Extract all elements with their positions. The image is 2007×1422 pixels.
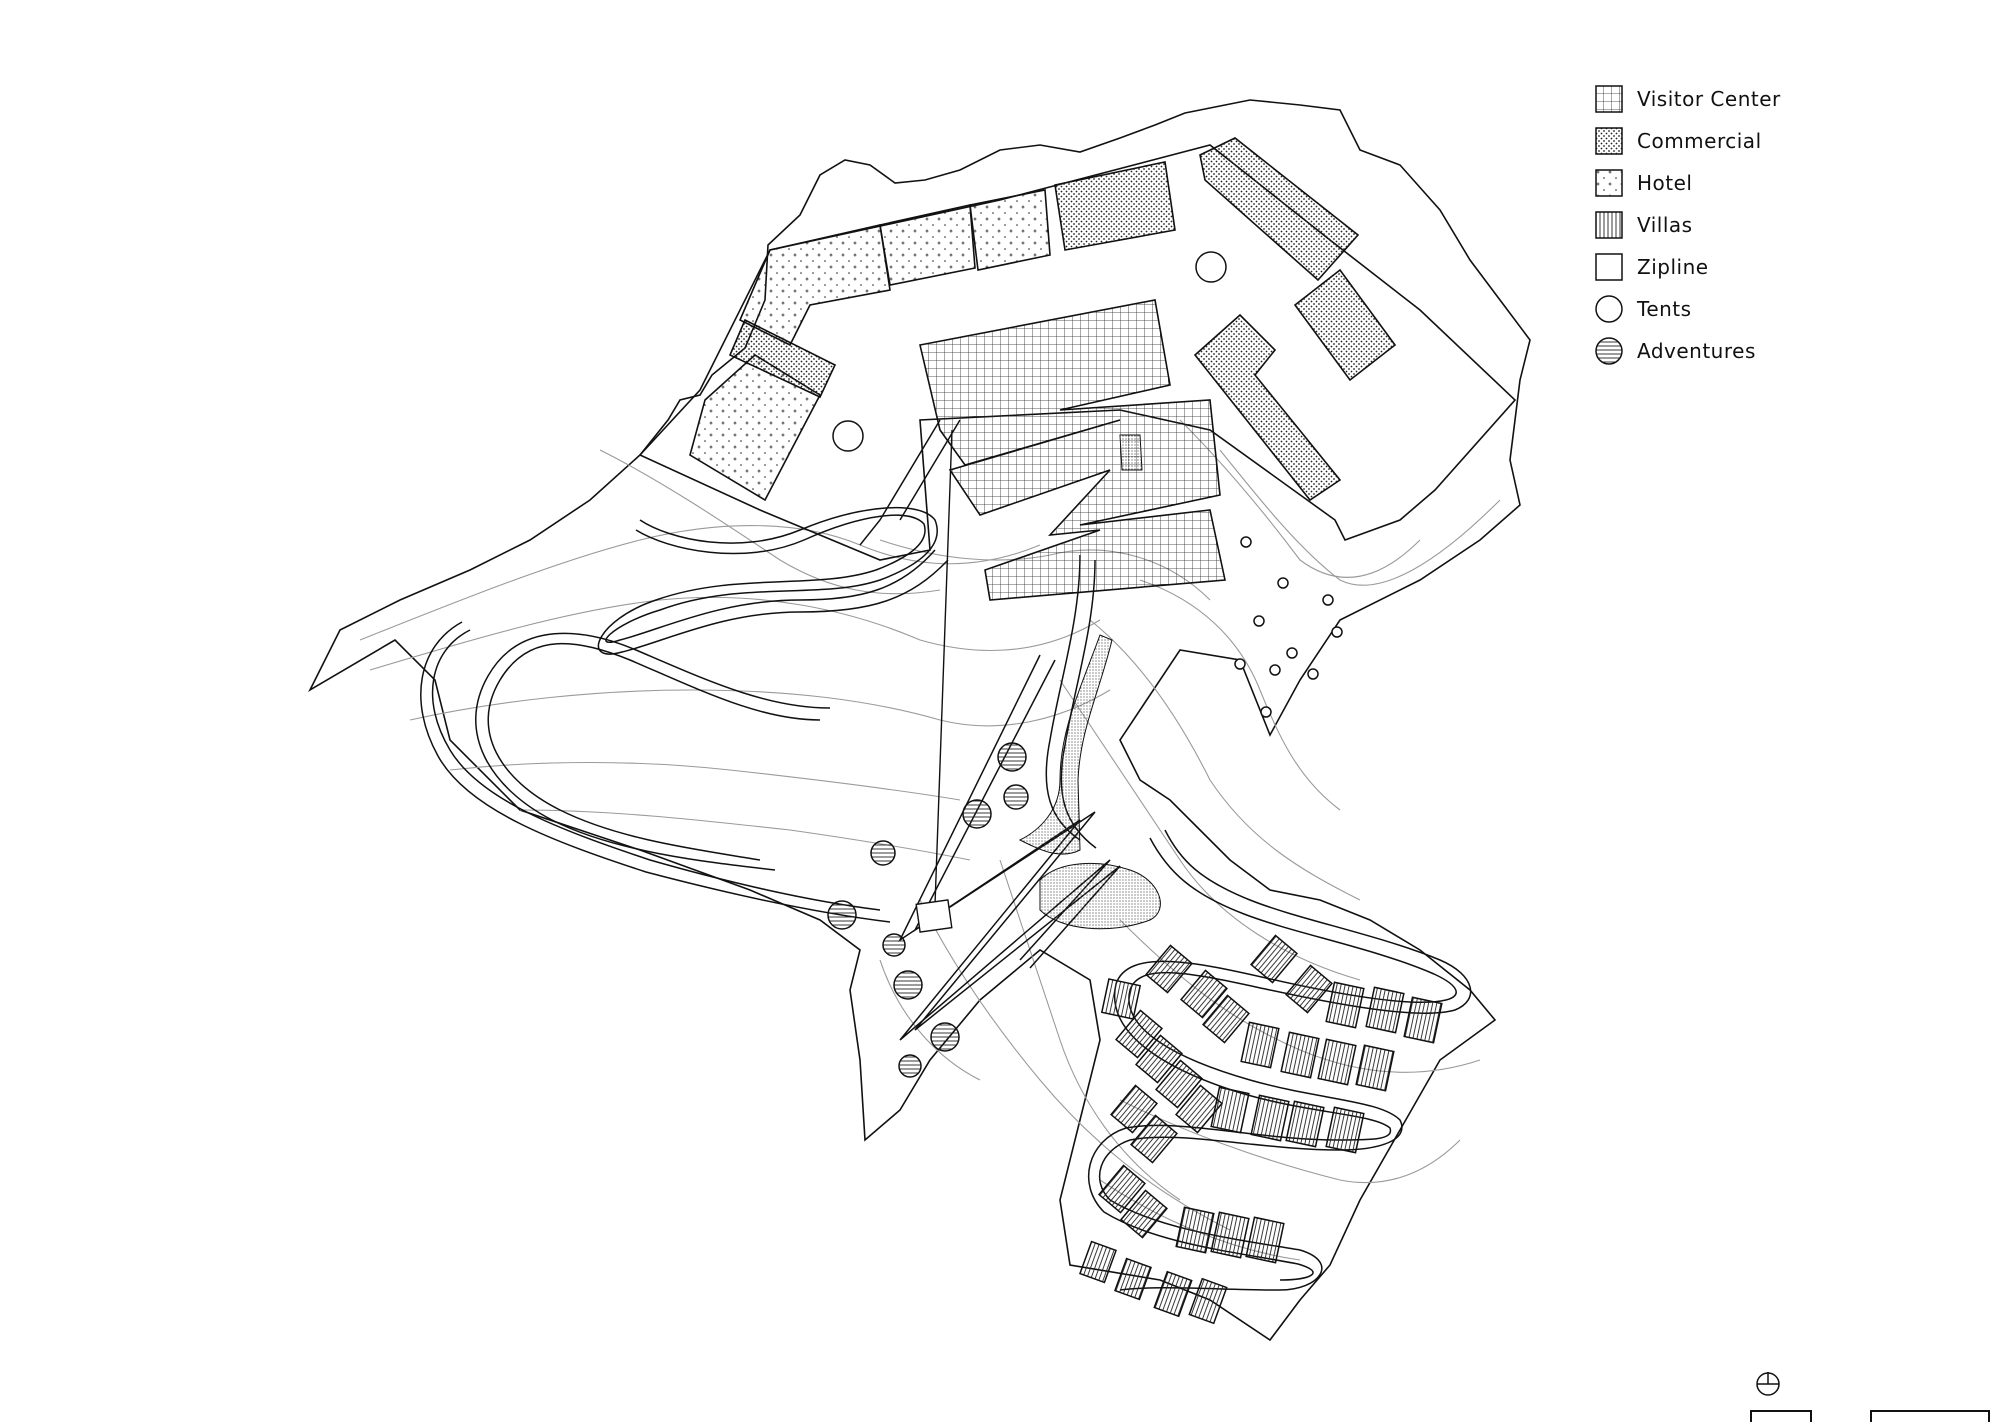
commercial-buildings	[728, 137, 1397, 502]
tent	[1253, 615, 1265, 627]
commercial-block	[1293, 268, 1397, 382]
legend-item-tents: Tents	[1595, 288, 1955, 330]
hotel-block	[879, 204, 976, 286]
adventure-pad	[827, 900, 857, 930]
adventure-pad	[1003, 784, 1029, 810]
tents	[832, 251, 1343, 718]
villa	[1365, 986, 1405, 1034]
villa	[1245, 1216, 1285, 1264]
tent	[1240, 536, 1252, 548]
north-arrow-icon	[1756, 1372, 1780, 1396]
villa	[1155, 1059, 1203, 1109]
visitor-center	[919, 299, 1226, 601]
legend-item-hotel: Hotel	[1595, 162, 1955, 204]
villa	[1250, 1094, 1290, 1142]
adventures	[827, 742, 1029, 1078]
legend-label: Commercial	[1637, 129, 1762, 153]
empty-circle-icon	[1595, 295, 1623, 323]
legend-label: Villas	[1637, 213, 1693, 237]
adventure-pad	[893, 970, 923, 1000]
villa	[1098, 1164, 1146, 1214]
villa	[1175, 1206, 1215, 1254]
plus-dot-square-icon	[1595, 169, 1623, 197]
legend-label: Hotel	[1637, 171, 1693, 195]
legend-label: Zipline	[1637, 255, 1709, 279]
hotel-block	[969, 189, 1051, 271]
adventure-pad	[997, 742, 1027, 772]
zipline	[915, 429, 953, 933]
commercial-block	[728, 318, 837, 399]
winding-roads	[420, 506, 1472, 1291]
legend-label: Tents	[1637, 297, 1692, 321]
tent	[1277, 577, 1289, 589]
villa	[1325, 1106, 1365, 1154]
site-boundary	[308, 99, 1531, 1342]
legend-item-zipline: Zipline	[1595, 246, 1955, 288]
commercial-block	[1054, 161, 1176, 251]
hotel-buildings	[689, 189, 1051, 502]
villa	[1280, 1031, 1320, 1079]
tent	[1307, 668, 1319, 680]
legend-label: Visitor Center	[1637, 87, 1781, 111]
villa	[1188, 1277, 1228, 1325]
villa	[1240, 1021, 1280, 1069]
villa	[1135, 1034, 1183, 1084]
tent	[1322, 594, 1334, 606]
legend-item-adventures: Adventures	[1595, 330, 1955, 372]
villa	[1355, 1044, 1395, 1092]
villa	[1325, 981, 1365, 1029]
tent	[1195, 251, 1227, 283]
legend-label: Adventures	[1637, 339, 1756, 363]
tent	[1260, 706, 1272, 718]
villa	[1285, 1100, 1325, 1148]
villa	[1115, 1009, 1163, 1059]
villa	[1403, 996, 1443, 1044]
grid-hatch-square-icon	[1595, 85, 1623, 113]
tent	[1234, 658, 1246, 670]
empty-square-icon	[1595, 253, 1623, 281]
villa	[1114, 1257, 1152, 1301]
scale-bar-segment	[1870, 1410, 1990, 1422]
villa	[1100, 978, 1142, 1020]
zipline-station	[915, 899, 953, 933]
adventure-pad	[870, 840, 896, 866]
adventure-pad	[962, 799, 992, 829]
legend-item-commercial: Commercial	[1595, 120, 1955, 162]
villas	[1079, 934, 1443, 1325]
map-legend: Visitor Center Commercial Hotel Villas Z…	[1595, 78, 1955, 372]
legend-item-visitor-center: Visitor Center	[1595, 78, 1955, 120]
villa	[1110, 1084, 1158, 1134]
tent	[1269, 664, 1281, 676]
villa	[1210, 1086, 1250, 1134]
vertical-line-square-icon	[1595, 211, 1623, 239]
horizontal-line-circle-icon	[1595, 337, 1623, 365]
legend-item-villas: Villas	[1595, 204, 1955, 246]
scale-bar-segment	[1750, 1410, 1812, 1422]
villa	[1210, 1211, 1250, 1259]
villa	[1145, 944, 1193, 994]
adventure-pad	[898, 1054, 922, 1078]
commercial-block	[1199, 137, 1360, 282]
hotel-block	[738, 224, 891, 347]
villa	[1250, 934, 1298, 984]
tent	[1286, 647, 1298, 659]
villa	[1180, 969, 1228, 1019]
adventure-pad	[882, 933, 906, 957]
villa	[1202, 994, 1250, 1044]
tent	[832, 420, 864, 452]
commercial-block	[1193, 313, 1342, 502]
villa	[1285, 964, 1333, 1014]
dense-dot-square-icon	[1595, 127, 1623, 155]
villa	[1079, 1240, 1117, 1284]
villa	[1130, 1114, 1178, 1164]
villa	[1153, 1270, 1193, 1318]
villa	[1317, 1038, 1357, 1086]
villa	[1175, 1084, 1223, 1134]
villa	[1120, 1189, 1168, 1239]
adventure-pad	[930, 1022, 960, 1052]
tent	[1331, 626, 1343, 638]
